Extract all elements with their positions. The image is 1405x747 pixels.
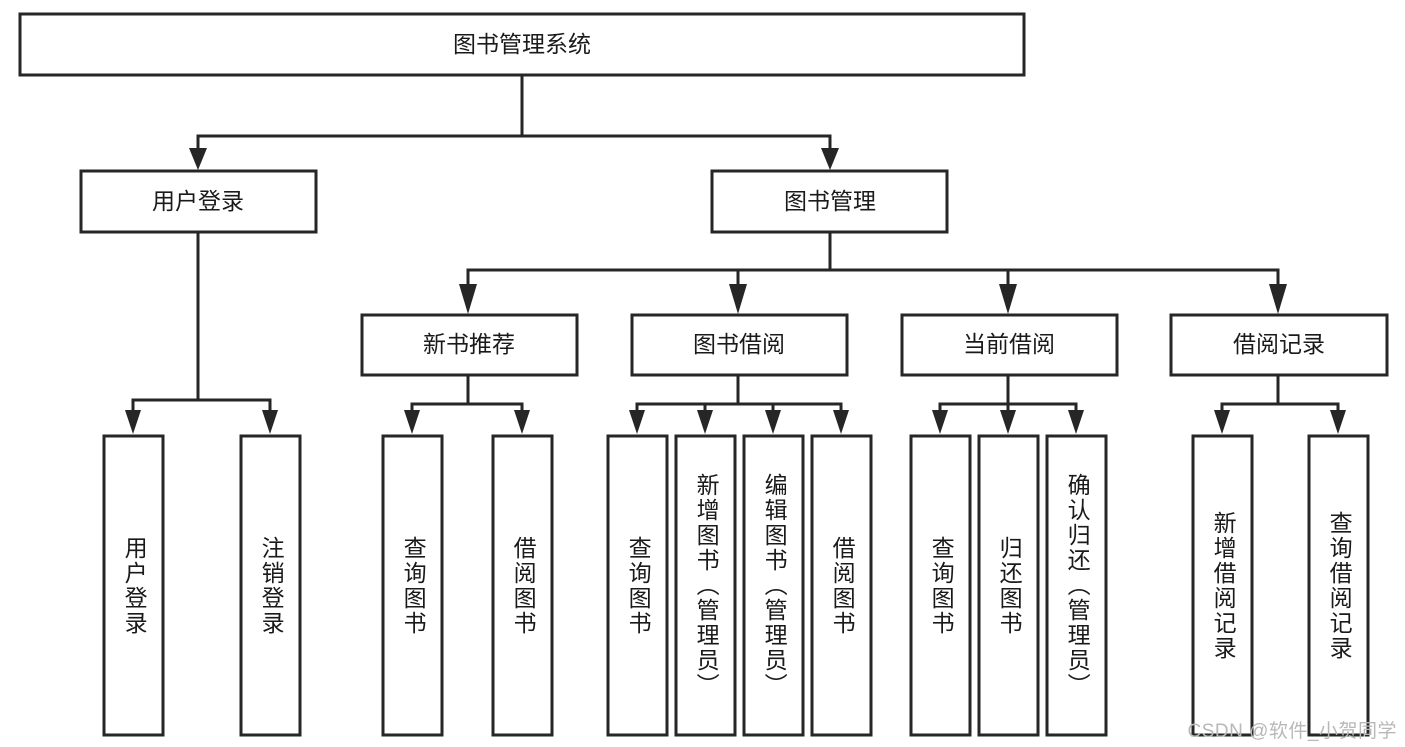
node-leaf-query-book-2-box[interactable]	[606, 434, 669, 737]
arrowhead-leaf-query-book-2	[629, 410, 645, 434]
node-root-box[interactable]	[18, 12, 1026, 77]
node-borrow-record[interactable]: 借阅记录	[1169, 313, 1389, 377]
watermark-label: CSDN @软件_小贺同学	[1187, 721, 1397, 742]
arrowhead-leaf-user-login	[125, 410, 141, 434]
connector-layer	[125, 74, 1346, 434]
node-book-borrow-label: 图书借阅	[693, 331, 785, 357]
arrowhead-user-login	[189, 148, 207, 170]
node-leaf-user-login-box[interactable]	[102, 434, 165, 737]
arrowhead-leaf-borrow-book-1	[514, 410, 530, 434]
leaf-box-layer	[102, 434, 1370, 737]
arrowhead-leaf-logout	[262, 410, 278, 434]
arrowhead-leaf-query-book-1	[404, 410, 420, 434]
arrowhead-new-book-rec	[459, 284, 477, 314]
node-leaf-query-borrow-record-box[interactable]	[1307, 434, 1370, 737]
node-current-borrow-label: 当前借阅	[963, 331, 1055, 357]
node-leaf-return-book-box[interactable]	[977, 434, 1040, 737]
node-new-book-rec-label: 新书推荐	[423, 331, 515, 357]
node-book-borrow[interactable]: 图书借阅	[630, 313, 849, 377]
node-leaf-add-borrow-record-box[interactable]	[1191, 434, 1254, 737]
node-leaf-borrow-book-1-box[interactable]	[491, 434, 554, 737]
node-root-label: 图书管理系统	[453, 31, 591, 57]
node-leaf-edit-book-admin-box[interactable]	[742, 434, 805, 737]
arrowhead-leaf-borrow-book-2	[833, 410, 849, 434]
arrowhead-leaf-query-borrow-record	[1330, 410, 1346, 434]
arrowhead-leaf-query-book-3	[932, 410, 948, 434]
node-leaf-confirm-return-admin-box[interactable]	[1045, 434, 1108, 737]
arrowhead-leaf-add-borrow-record	[1214, 410, 1230, 434]
node-borrow-record-box[interactable]	[1169, 313, 1389, 377]
node-user-login[interactable]: 用户登录	[79, 169, 318, 234]
arrowhead-leaf-return-book	[1000, 410, 1016, 434]
node-root[interactable]: 图书管理系统	[18, 12, 1026, 77]
node-new-book-rec[interactable]: 新书推荐	[360, 313, 579, 377]
arrowhead-book-mgmt	[821, 148, 839, 170]
arrowhead-borrow-record	[1269, 284, 1287, 314]
node-current-borrow[interactable]: 当前借阅	[900, 313, 1119, 377]
node-book-mgmt-label: 图书管理	[784, 188, 876, 214]
node-leaf-borrow-book-2-box[interactable]	[810, 434, 873, 737]
node-current-borrow-box[interactable]	[900, 313, 1119, 377]
arrowhead-leaf-confirm-return-admin	[1068, 410, 1084, 434]
node-leaf-logout-box[interactable]	[239, 434, 302, 737]
node-new-book-rec-box[interactable]	[360, 313, 579, 377]
node-book-borrow-box[interactable]	[630, 313, 849, 377]
node-leaf-query-book-1-box[interactable]	[381, 434, 444, 737]
node-book-mgmt[interactable]: 图书管理	[710, 169, 949, 234]
node-user-login-box[interactable]	[79, 169, 318, 234]
node-borrow-record-label: 借阅记录	[1233, 331, 1325, 357]
arrowhead-current-borrow	[999, 284, 1017, 314]
node-leaf-add-book-admin-box[interactable]	[674, 434, 737, 737]
arrowhead-leaf-add-book-admin	[697, 410, 713, 434]
node-leaf-query-book-3-box[interactable]	[909, 434, 972, 737]
node-user-login-label: 用户登录	[152, 188, 244, 214]
arrowhead-book-borrow	[729, 284, 747, 314]
arrowhead-leaf-edit-book-admin	[765, 410, 781, 434]
node-book-mgmt-box[interactable]	[710, 169, 949, 234]
